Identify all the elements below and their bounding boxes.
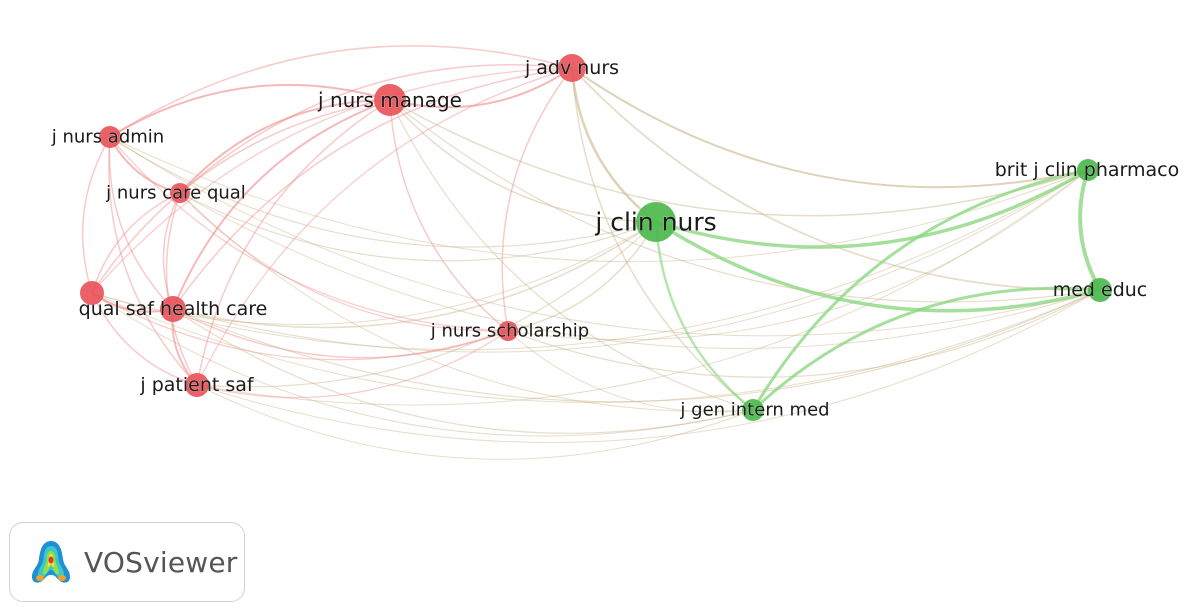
edge-jcn-jgim [654,220,755,412]
edge-jns-bjcp [507,169,1089,341]
edge-jncq-qs [91,192,181,294]
edge-qshc-jns [172,308,509,359]
edge-jna-jps [108,136,198,386]
edge-jan-jncq [179,63,573,194]
node-label-jgim: j gen intern med [679,400,829,421]
edge-jna-me [109,136,1101,337]
edge-jnm-jgim [389,99,754,411]
node-label-me: med educ [1053,279,1148,301]
node-label-jan: j adv nurs [524,57,619,79]
edge-jnm-jns [389,99,509,332]
edge-jna-jns [109,136,509,332]
edge-jna-jcn [109,136,657,248]
edge-qshc-jgim [172,308,754,434]
node-jcn[interactable] [636,202,676,242]
edge-jan-jns [501,67,573,332]
vosviewer-badge: VOSviewer [9,522,245,602]
edge-jan-jgim [571,67,754,411]
edge-jan-qshc [172,67,573,310]
node-label-jcn: j clin nurs [594,208,716,237]
node-jps[interactable] [185,373,209,397]
edge-me-jgim [751,286,1102,412]
edge-qshc-me [172,289,1101,403]
edge-jnm-jan [389,67,573,109]
edge-jcn-me [654,220,1102,313]
edge-qs-bjcp [91,169,1089,351]
node-qs[interactable] [80,281,104,305]
node-me[interactable] [1088,278,1112,302]
node-jan[interactable] [558,54,586,82]
edge-jnm-qs [91,99,391,294]
edge-jcn-bjcp [654,168,1090,249]
node-qshc[interactable] [160,296,186,322]
node-jns[interactable] [498,321,518,341]
edge-jns-me [507,289,1101,378]
edge-jna-qshc [108,136,174,310]
edge-jnm-qshc [172,99,391,310]
edge-jan-me [571,67,1101,291]
edges-layer [81,45,1102,460]
edge-jns-jgim [507,330,754,413]
labels-layer: j nurs manage j adv nurs j nurs admin j nur… [50,57,1180,422]
node-label-qshc: qual saf health care [79,298,268,320]
node-label-bjcp: brit j clin pharmaco [995,159,1180,181]
edge-jna-qs [81,136,111,294]
edge-jnm-jna [109,83,391,138]
edge-jncq-jgim [179,192,754,412]
edge-jncq-me [179,192,1101,349]
edge-jnm-bjcp [389,99,1089,217]
edge-jan-qs [91,67,573,294]
edge-jan-jcn [570,66,658,224]
edge-jns-jcn [507,221,657,332]
edge-jncq-qshc [162,192,181,310]
edge-jps-jgim [196,384,754,460]
edge-jps-bjcp [196,169,1089,406]
edge-jps-me [196,289,1101,443]
edge-qshc-bjcp [172,169,1089,353]
node-bjcp[interactable] [1077,159,1099,181]
edge-jncq-jps [165,192,198,386]
node-label-jps: j patient saf [139,374,255,396]
edge-jncq-jcn [179,192,657,262]
edge-jnm-me [389,99,1101,303]
edge-jps-jns [196,330,509,399]
node-jnm[interactable] [374,84,406,116]
edge-bjcp-jgim [751,168,1090,412]
edge-qs-jns [91,292,509,361]
nodes-layer [80,54,1112,421]
edge-jps-jcn [196,221,657,388]
edge-qs-me [91,289,1101,403]
node-label-jnm: j nurs manage [317,88,462,112]
edge-jan-jps [196,67,573,386]
edge-jan-jna [109,45,573,138]
edge-jna-bjcp [109,136,1089,263]
edge-qshc-jcn [172,221,657,329]
vosviewer-logo-icon [32,541,70,583]
edge-jnm-jcn [389,99,657,223]
edge-jnm-jncq [179,99,391,194]
edge-bjcp-me [1078,168,1102,292]
edge-jan-bjcp [571,67,1089,189]
node-jncq[interactable] [170,183,190,203]
vosviewer-logo-text: VOSviewer [84,545,238,579]
edge-qs-jps [91,292,198,386]
node-jgim[interactable] [742,399,764,421]
node-label-jns: j nurs scholarship [430,321,589,342]
edge-qs-jgim [91,292,754,437]
node-jna[interactable] [99,126,121,148]
node-label-jna: j nurs admin [51,127,164,148]
node-label-jncq: j nurs care qual [105,183,246,204]
edge-jncq-jns [179,192,509,332]
edge-jnm-jps [196,99,391,386]
